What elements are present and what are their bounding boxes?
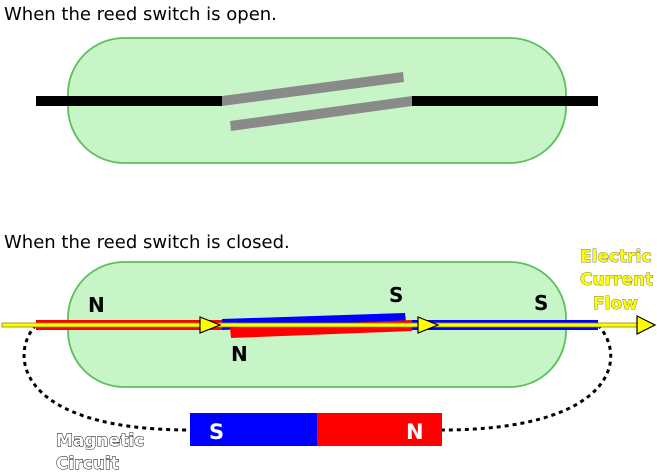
- open-left-reed: [222, 72, 404, 106]
- open-switch: [36, 37, 598, 164]
- open-right-lead: [412, 96, 598, 106]
- open-left-lead: [36, 96, 222, 106]
- reed-upper-pole-label: S: [389, 283, 403, 307]
- magnet-south-half: [190, 413, 317, 446]
- closed-switch: N S N S Electric Current Flow S N Magnet…: [1, 247, 657, 475]
- current-flow-line-2: Current: [580, 270, 653, 290]
- current-flow-line-3: Flow: [593, 294, 638, 314]
- magnetic-circuit-left-path: [22, 323, 191, 432]
- magnetic-circuit-line-2: Circuit: [56, 454, 119, 474]
- current-arrow-middle: [417, 316, 440, 334]
- magnet-north-label: N: [406, 420, 424, 444]
- reed-lower-pole-label: N: [231, 342, 248, 366]
- lead-left-pole-label: N: [88, 293, 105, 317]
- magnetic-circuit-label: Magnetic Circuit: [56, 431, 145, 475]
- magnet-north-half: [317, 413, 442, 446]
- permanent-magnet: S N: [190, 413, 442, 446]
- lead-right-pole-label: S: [534, 291, 548, 315]
- current-flow-line-1: Electric: [580, 247, 651, 267]
- open-right-reed: [230, 96, 412, 131]
- magnetic-circuit-right-path: [441, 323, 613, 432]
- current-flow-label: Electric Current Flow: [580, 247, 654, 315]
- current-flow-line: [1, 322, 648, 328]
- current-arrow-right: [636, 315, 657, 335]
- current-arrow-left: [199, 316, 222, 334]
- closed-caption: When the reed switch is closed.: [4, 232, 290, 253]
- magnet-south-label: S: [209, 420, 224, 444]
- open-caption: When the reed switch is open.: [4, 4, 277, 25]
- magnetic-circuit-line-1: Magnetic: [56, 431, 144, 451]
